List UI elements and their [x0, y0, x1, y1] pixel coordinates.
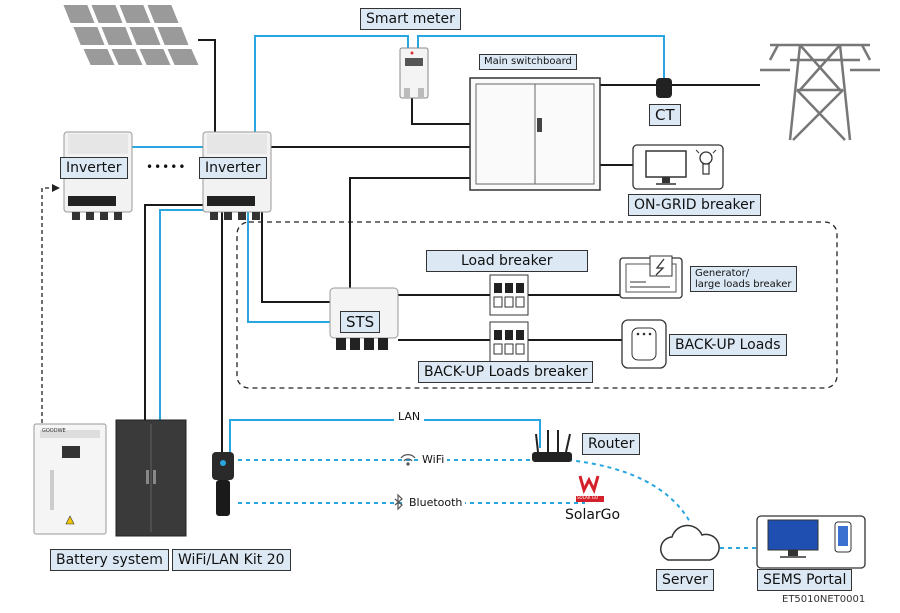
load-breaker-label: Load breaker: [426, 250, 588, 272]
backup-loads-breaker-icon: [489, 321, 529, 363]
battery-brand-label: GOODWE: [42, 428, 66, 434]
load-breaker-icon: [489, 274, 529, 316]
solar-panel-icon: [60, 3, 202, 67]
main-switchboard-label: Main switchboard: [479, 54, 577, 70]
battery-system-label: Battery system: [50, 549, 169, 571]
ct-clamp-icon: [656, 78, 672, 98]
solargo-logo-text: SOLAR GO: [577, 495, 599, 500]
smart-meter-label: Smart meter: [360, 8, 461, 30]
router-icon: [532, 430, 572, 462]
bluetooth-label: Bluetooth: [406, 496, 466, 509]
backup-zone-boundary: [236, 221, 838, 389]
wifi-icon: [400, 454, 416, 466]
on-grid-breaker-label: ON-GRID breaker: [628, 194, 761, 216]
backup-loads-breaker-label: BACK-UP Loads breaker: [418, 361, 594, 383]
sts-label: STS: [340, 311, 381, 333]
solargo-logo-icon: [575, 473, 604, 502]
backup-loads-socket-icon: [621, 319, 667, 369]
inverter-2-label: Inverter: [199, 157, 267, 179]
wireless-links: [238, 459, 760, 549]
server-cloud-icon: [660, 524, 720, 561]
wifi-lan-kit-label: WiFi/LAN Kit 20: [172, 549, 291, 571]
server-label: Server: [656, 569, 714, 591]
sems-portal-icon: [756, 515, 866, 569]
smart-meter-icon: [399, 47, 429, 99]
router-label: Router: [582, 433, 641, 455]
grid-tower-icon: [760, 43, 880, 141]
battery-cabinet-icon: [33, 423, 107, 535]
inverter-1-to-battery-dashed-line: [41, 184, 60, 423]
sems-portal-label: SEMS Portal: [757, 569, 853, 591]
generator-label: Generator/ large loads breaker: [690, 266, 797, 292]
wifi-lan-kit-icon: [212, 452, 234, 516]
bluetooth-icon: [394, 493, 403, 511]
wifi-label: WiFi: [419, 453, 448, 466]
battery-rack-icon: [115, 419, 187, 537]
on-grid-loads-icon: [632, 144, 724, 190]
inverter-1-label: Inverter: [60, 157, 128, 179]
inverter-ellipsis: •••••: [146, 160, 187, 174]
main-switchboard-icon: [469, 77, 601, 191]
ct-label: CT: [649, 104, 681, 126]
generator-icon: [619, 255, 683, 299]
figure-code: ET5010NET0001: [782, 594, 866, 605]
solargo-label: SolarGo: [565, 507, 621, 523]
blue-wires: [120, 35, 665, 452]
lan-label: LAN: [394, 410, 425, 423]
backup-loads-label: BACK-UP Loads: [669, 334, 787, 356]
